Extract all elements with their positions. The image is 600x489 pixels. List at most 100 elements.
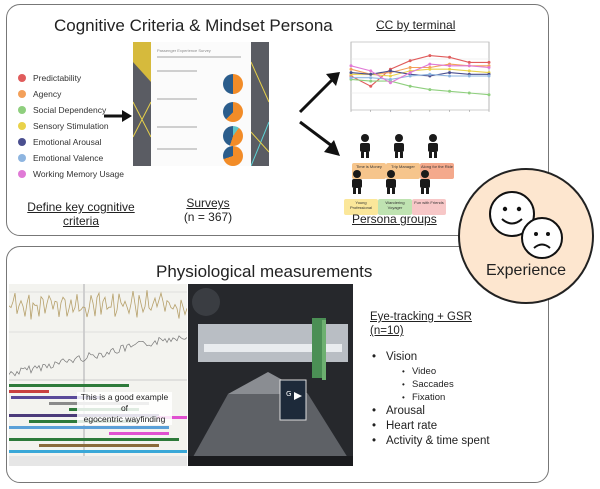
criteria-label: Predictability xyxy=(33,73,82,83)
chart-point xyxy=(487,66,491,69)
metric-vision: Vision xyxy=(372,350,490,365)
timeline-bar xyxy=(11,396,101,399)
criteria-label: Working Memory Usage xyxy=(33,169,125,179)
chart-point xyxy=(428,72,432,76)
persona-figure-icon xyxy=(360,134,370,158)
timeline-bar xyxy=(9,384,129,387)
criteria-label: Emotional Arousal xyxy=(33,137,102,147)
criteria-item: Emotional Valence xyxy=(18,150,124,166)
chart-point xyxy=(467,69,471,73)
chart-point xyxy=(349,67,353,71)
metric-item: Heart rate xyxy=(372,419,490,434)
criteria-item: Agency xyxy=(18,86,124,102)
survey-sheet: Passenger Experience Survey xyxy=(151,42,251,166)
chart-point xyxy=(369,76,373,80)
metric-item: Arousal xyxy=(372,404,490,419)
chart-point xyxy=(448,71,452,75)
chart-point xyxy=(487,93,491,97)
chart-point xyxy=(369,69,373,73)
chart-point xyxy=(349,71,353,75)
chart-series-line xyxy=(351,68,490,77)
persona-figure-icon xyxy=(420,170,430,194)
timeline-bar xyxy=(9,450,187,453)
chart-point xyxy=(408,74,412,78)
chart-series-line xyxy=(350,55,489,87)
vision-subitem: Fixation xyxy=(372,391,490,404)
criteria-color-dot xyxy=(18,154,26,162)
vision-subitem: Video xyxy=(372,365,490,378)
chart-series-line xyxy=(350,78,490,96)
chart-point xyxy=(388,69,392,73)
chart-point xyxy=(388,81,392,85)
criteria-color-dot xyxy=(18,170,26,178)
criteria-item: Emotional Arousal xyxy=(18,134,124,150)
chart-series-line xyxy=(351,73,489,80)
chart-point xyxy=(428,88,432,92)
chart-point xyxy=(448,64,452,68)
persona-tag: Young Professional xyxy=(344,199,378,215)
chart-point xyxy=(448,89,452,93)
persona-figure-icon xyxy=(428,134,438,158)
persona-groups-label: Persona groups xyxy=(352,212,437,226)
vision-subitem: Saccades xyxy=(372,378,490,391)
chart-point xyxy=(408,71,412,75)
timeline-bar xyxy=(157,416,187,419)
criteria-label: Agency xyxy=(33,89,62,99)
chart-point xyxy=(448,55,452,59)
criteria-color-dot xyxy=(18,90,26,98)
vision-sublist: VideoSaccadesFixation xyxy=(372,365,490,404)
chart-point xyxy=(349,76,353,80)
persona-card: Young Professional xyxy=(344,168,378,215)
panel-title-physiology: Physiological measurements xyxy=(156,262,373,281)
panel-title-criteria: Cognitive Criteria & Mindset Persona xyxy=(54,16,333,35)
svg-text:G: G xyxy=(286,390,291,398)
survey-pie xyxy=(223,74,243,94)
survey-pie xyxy=(223,126,243,146)
experience-badge: Experience xyxy=(458,168,594,304)
cc-line-chart xyxy=(349,41,491,112)
chart-point xyxy=(428,62,432,66)
experience-label: Experience xyxy=(485,262,567,279)
survey-image: Passenger Experience Survey xyxy=(133,42,269,166)
chart-series-line xyxy=(350,63,490,84)
criteria-color-dot xyxy=(18,122,26,130)
vision-sublist-wrapper: VideoSaccadesFixation xyxy=(372,365,490,404)
timeline-bar xyxy=(109,432,169,435)
define-criteria-label: Define key cognitive criteria xyxy=(27,200,135,228)
persona-card: Wandering Voyager xyxy=(378,168,412,215)
criteria-label: Emotional Valence xyxy=(33,153,104,163)
chart-point xyxy=(369,84,373,88)
annotation-note: This is a good example of egocentric way… xyxy=(77,392,172,425)
criteria-item: Social Dependency xyxy=(18,102,124,118)
chart-point xyxy=(467,64,471,68)
chart-point xyxy=(487,74,491,78)
chart-point xyxy=(428,67,432,71)
persona-figure-icon xyxy=(386,170,396,194)
criteria-item: Sensory Stimulation xyxy=(18,118,124,134)
metric-item: Activity & time spent xyxy=(372,434,490,449)
cc-chart-title: CC by terminal xyxy=(376,18,456,32)
chart-point xyxy=(408,84,412,88)
arrow-split-icon xyxy=(298,72,340,156)
survey-pie xyxy=(223,146,243,166)
surveys-label: Surveys (n = 367) xyxy=(183,196,233,224)
criteria-label: Social Dependency xyxy=(33,105,107,115)
persona-figure-icon xyxy=(394,134,404,158)
physiology-chart xyxy=(9,284,187,466)
timeline-bar xyxy=(39,444,159,447)
persona-tag: Fun with Friends xyxy=(412,199,446,215)
criteria-color-dot xyxy=(18,138,26,146)
chart-point xyxy=(369,79,373,83)
timeline-bar xyxy=(9,426,169,429)
arrow-right-icon xyxy=(104,110,132,122)
criteria-color-dot xyxy=(18,106,26,114)
criteria-item: Working Memory Usage xyxy=(18,166,124,182)
chart-point xyxy=(388,77,392,81)
chart-point xyxy=(408,66,412,69)
persona-card: Fun with Friends xyxy=(412,168,446,215)
chart-point xyxy=(448,67,452,71)
eyetracking-label: Eye-tracking + GSR (n=10) xyxy=(370,311,472,337)
chart-point xyxy=(428,54,432,58)
chart-point xyxy=(349,64,353,68)
